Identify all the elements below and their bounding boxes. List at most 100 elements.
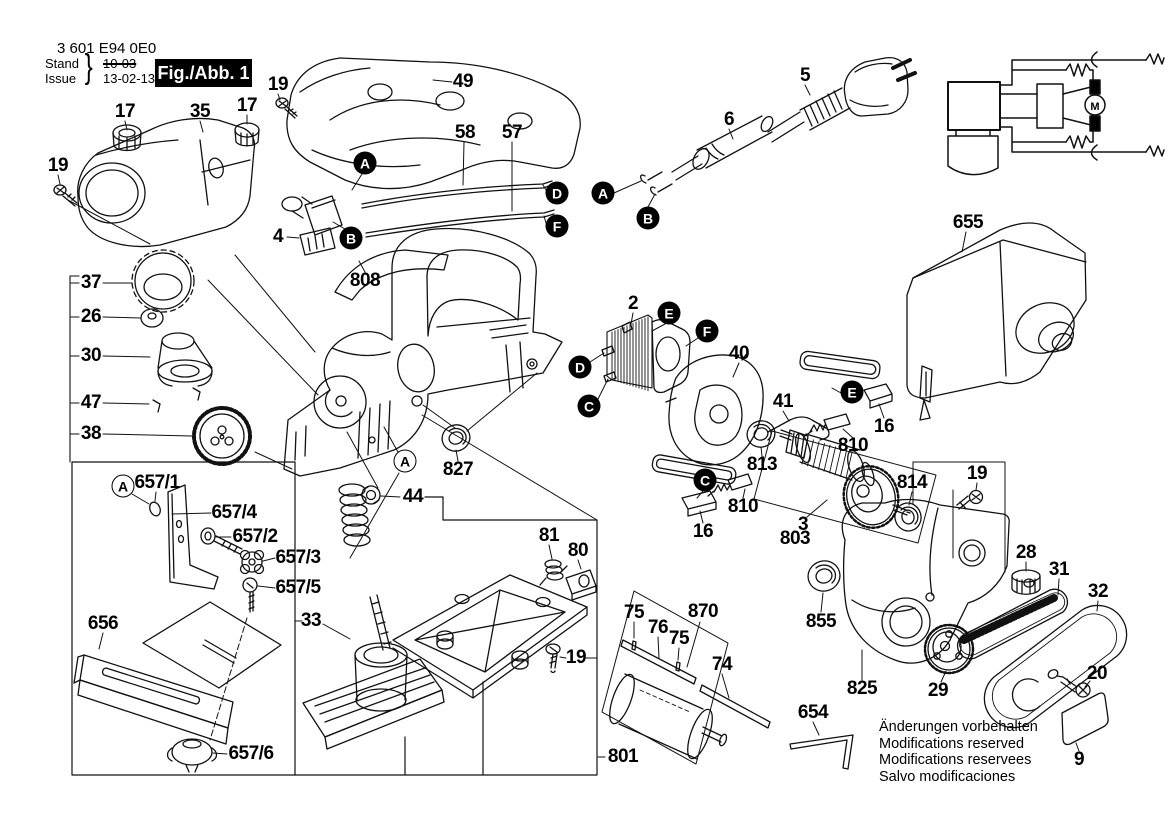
nut-44 [361,485,381,505]
view-badge-A-filled: A [353,151,377,175]
part-label-657-2: 657/2 [232,526,278,547]
roller-80 [565,569,597,601]
front-housing-35 [77,117,256,248]
part-label-814: 814 [896,472,928,493]
part-label-17: 17 [114,101,136,122]
part-label-20: 20 [1086,663,1108,684]
part-label-32: 32 [1087,581,1109,602]
modifications-notice-line: Modifications reserved [879,735,1025,752]
part-label-44: 44 [402,486,424,507]
part-label-26: 26 [80,306,102,327]
part-label-37: 37 [80,272,102,293]
part-label-16: 16 [692,521,714,542]
fence-group-box [71,461,296,776]
part-label-80: 80 [567,540,589,561]
part-label-4: 4 [272,226,284,247]
view-badge-F-filled: F [695,319,719,343]
part-label-3: 3 [797,514,809,535]
spring-33 [338,483,371,547]
clips-47 [152,387,201,413]
part-label-58: 58 [454,122,476,143]
part-label-801: 801 [607,746,639,767]
view-badge-C-filled: C [693,468,717,492]
screw-20 [1056,675,1091,698]
part-label-5: 5 [799,65,811,86]
nut-28 [1011,569,1041,595]
leader-lines [57,79,1099,758]
part-label-41: 41 [772,391,794,412]
speed-knob-37 [131,249,195,313]
main-body [283,227,563,477]
part-label-657-1: 657/1 [134,472,180,493]
screw-19-right [956,489,984,510]
modifications-notice-line: Änderungen vorbehalten [879,719,1038,735]
wire-41 [767,416,830,441]
view-badge-B-filled: B [339,226,363,250]
part-label-16: 16 [873,416,895,437]
part-label-825: 825 [846,678,878,699]
view-badge-C-filled: C [577,394,601,418]
part-label-75: 75 [623,602,645,623]
handle-cover-49 [286,57,581,190]
wire-57 [365,209,555,238]
dial-38 [192,406,252,466]
part-label-657-3: 657/3 [275,547,321,568]
view-badge-A-outline: A [111,474,135,498]
old-date-struck: 10-03 [103,56,137,71]
bracket-box-19-814 [912,461,1006,573]
screw-19-top [275,97,298,119]
wiring-schematic: M [947,51,1165,176]
part-label-31: 31 [1048,559,1070,580]
part-label-2: 2 [627,293,639,314]
part-label-49: 49 [452,71,474,92]
blade-drum-801 [609,639,771,760]
part-label-19: 19 [47,155,69,176]
pulley-29 [923,623,975,675]
part-label-28: 28 [1015,542,1037,563]
part-label-6: 6 [723,109,735,130]
part-label-40: 40 [728,343,750,364]
part-label-19: 19 [267,74,289,95]
bearing-855 [807,560,841,592]
part-label-813: 813 [746,454,778,475]
part-label-19: 19 [565,647,587,668]
view-badge-A-filled: A [591,181,615,205]
part-label-30: 30 [80,345,102,366]
armature-3 [753,429,937,544]
part-label-803: 803 [779,528,811,549]
part-label-74: 74 [711,654,733,675]
part-label-9: 9 [1073,749,1085,770]
part-label-75: 75 [668,628,690,649]
power-cord [639,56,917,196]
part-label-33: 33 [300,610,322,631]
part-label-19: 19 [966,463,988,484]
spring-81 [539,559,568,586]
part-label-810: 810 [837,435,869,456]
part-label-47: 47 [80,392,102,413]
part-label-35: 35 [189,101,211,122]
part-label-808: 808 [349,270,381,291]
view-badge-E-filled: E [657,301,681,325]
figure-title-box: Fig./Abb. 1 [155,59,252,87]
cap-30 [157,332,213,387]
part-label-810: 810 [727,496,759,517]
modifications-notice-line: Salvo modificaciones [879,768,1016,785]
part-label-17: 17 [236,95,258,116]
allen-key-654 [789,734,854,770]
stator-2 [601,314,691,394]
base-plate-group-box [294,496,598,776]
deflector-808 [334,249,449,301]
part-label-57: 57 [501,122,523,143]
left-column-bracket [69,275,80,463]
modifications-notice-line: Modifications reservees [879,752,1032,768]
part-label-76: 76 [647,617,669,638]
screw-19-plate [545,643,561,674]
cover-40 [665,351,764,466]
issue-date: 13-02-13 [103,71,156,86]
view-badge-B-filled: B [636,206,660,230]
view-badge-D-filled: D [545,181,569,205]
part-label-657-6: 657/6 [228,743,274,764]
washer-26 [140,308,164,328]
